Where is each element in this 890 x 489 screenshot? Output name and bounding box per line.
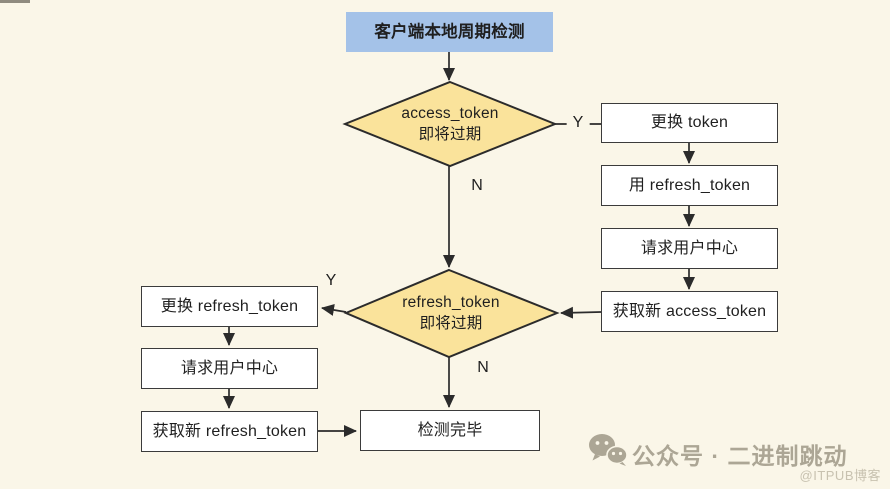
process-get-new-refresh-token: 获取新 refresh_token [141,411,318,452]
edge-right4-to-d2 [560,306,602,319]
process-get-new-refresh-token-label: 获取新 refresh_token [152,422,307,440]
edge-label-d2-yes: Y [325,272,337,289]
decision-access-token-shape [342,80,558,168]
process-request-user-center-right: 请求用户中心 [601,228,778,269]
process-replace-refresh-token: 更换 refresh_token [141,286,318,327]
screenshot-edge-artifact [0,0,30,3]
process-get-new-access-token-label: 获取新 access_token [612,302,767,320]
process-replace-token-label: 更换 token [650,114,729,131]
edge-label-d1-no: N [471,177,483,194]
watermark-credit: @ITPUB博客 [799,468,881,483]
process-replace-token: 更换 token [601,103,778,143]
edge-label-d2-no: N [477,359,489,376]
process-request-user-center-left-label: 请求用户中心 [180,359,279,377]
wechat-icon [589,434,628,466]
end-node: 检测完毕 [360,410,540,451]
decision-refresh-token-shape [343,268,560,359]
process-get-new-access-token: 获取新 access_token [601,291,778,332]
edge-label-d1-yes: Y [566,114,590,132]
watermark-account: 公众号 · 二进制跳动 [632,443,848,469]
end-node-label: 检测完毕 [417,421,483,439]
process-request-user-center-right-label: 请求用户中心 [640,239,739,257]
process-use-refresh-token-label: 用 refresh_token [628,176,751,194]
process-use-refresh-token: 用 refresh_token [601,165,778,206]
start-node-label: 客户端本地周期检测 [374,22,525,41]
process-replace-refresh-token-label: 更换 refresh_token [160,297,299,315]
process-request-user-center-left: 请求用户中心 [141,348,318,389]
start-node: 客户端本地周期检测 [346,12,553,52]
edge-d2-yes-to-left1 [321,304,347,316]
